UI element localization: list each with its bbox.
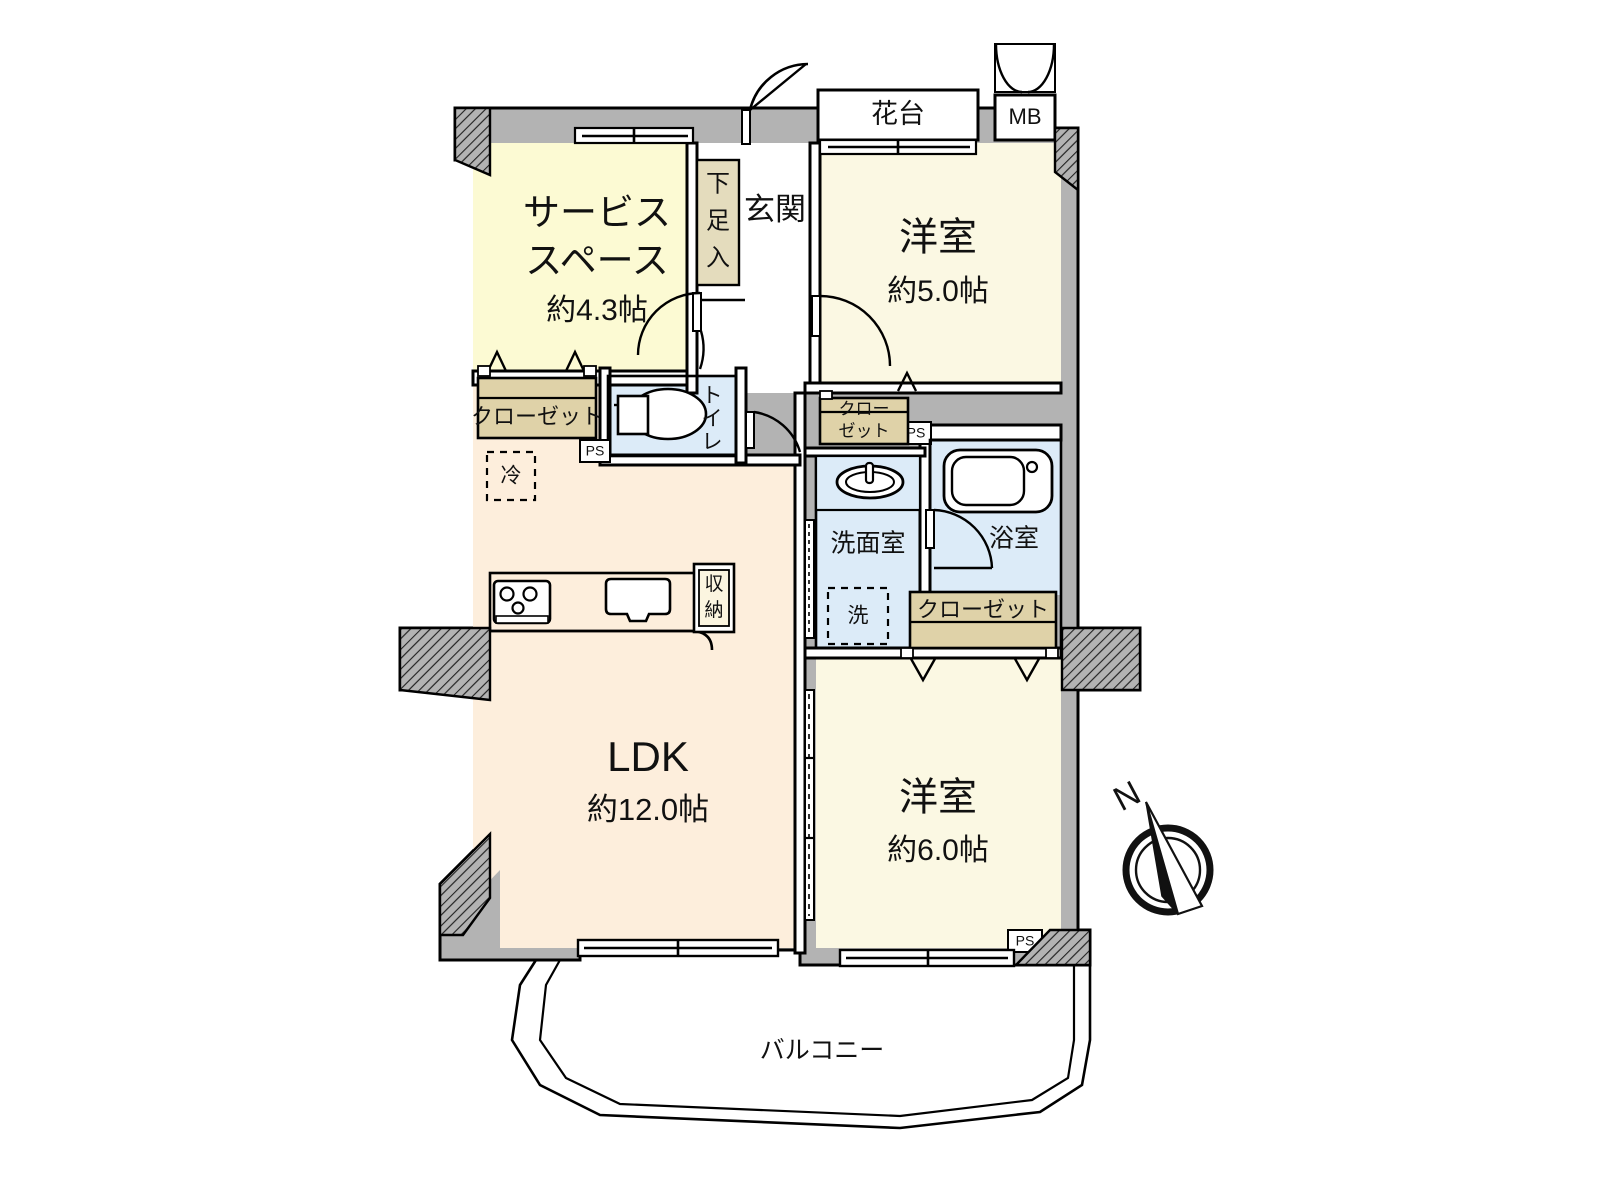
- balcony-label: バルコニー: [760, 1037, 885, 1065]
- compass-north-label: N: [1107, 774, 1147, 819]
- toilet-label-c2: イ: [702, 408, 723, 431]
- entrance-group: 下 足 入 玄関: [636, 158, 806, 370]
- compass-rose: N: [1107, 774, 1214, 916]
- bathroom-label: 浴室: [989, 525, 1039, 553]
- bedroom-south-labels: 洋室 約6.0帖: [887, 776, 989, 867]
- service-space-area: 約4.3帖: [546, 294, 648, 327]
- bottom-windows: [576, 938, 1016, 968]
- balcony-region: バルコニー: [510, 959, 1092, 1130]
- folding-door-icon: [1012, 656, 1042, 683]
- shoe-cabinet-label-c2: 足: [706, 207, 730, 234]
- closet-south-label: クローゼット: [917, 597, 1049, 622]
- bedroom-south-sliding-door: [804, 689, 815, 921]
- kitchen-group: 収 納: [488, 562, 736, 651]
- ps-label: PS: [586, 443, 605, 459]
- shoe-cabinet-box: [695, 158, 741, 287]
- column-hatch-ne: [1053, 126, 1080, 193]
- bedroom-south-label: 洋室: [899, 776, 977, 819]
- folding-door-icon: [486, 349, 508, 372]
- toilet-label-c1: ト: [702, 385, 723, 408]
- column-hatch-se: [1013, 928, 1092, 967]
- service-windows: [573, 126, 695, 145]
- ps-label: PS: [907, 425, 926, 441]
- ldk-labels: LDK 約12.0帖: [587, 733, 709, 827]
- closet-south-group: クローゼット: [900, 590, 1059, 683]
- service-space-label-1: サービス: [523, 192, 671, 233]
- service-space-fill: [473, 143, 693, 383]
- bedroom-north-area: 約5.0帖: [887, 275, 989, 308]
- folding-door-icon: [564, 349, 586, 372]
- fridge-space: 冷: [485, 450, 537, 502]
- bedroom-north-door: [811, 294, 892, 367]
- sink-icon: [604, 577, 672, 623]
- folding-door-icon: [896, 370, 918, 392]
- bedroom-south-fill: [816, 658, 1061, 948]
- shoe-cabinet-label-c3: 入: [706, 244, 730, 271]
- closet-north-box: [818, 396, 910, 446]
- bedroom-north-fill: [816, 143, 1061, 388]
- fridge-label: 冷: [501, 465, 522, 488]
- faucet-icon: [864, 461, 875, 485]
- ps-marker-1: PS: [579, 439, 611, 463]
- drain-icon: [1025, 460, 1039, 474]
- ps-label: PS: [1016, 933, 1035, 949]
- storage-label-c2: 納: [704, 599, 723, 621]
- toilet-group: ト イ レ: [606, 374, 802, 458]
- service-space-label-2: スペース: [525, 240, 669, 281]
- top-fixtures: 花台 MB: [816, 43, 1057, 156]
- entrance-label: 玄関: [744, 192, 806, 227]
- shoe-cabinet-label-c1: 下: [706, 170, 730, 197]
- washroom-label: 洗面室: [830, 530, 905, 558]
- closet-south-box: [908, 590, 1058, 650]
- bedroom-north-label: 洋室: [899, 216, 977, 259]
- storage-label-c1: 収: [704, 573, 723, 595]
- closet-north-label-2: ゼット: [839, 421, 890, 440]
- bedroom-south-area: 約6.0帖: [887, 834, 989, 867]
- closet-service-label: クローゼット: [471, 404, 603, 429]
- ldk-fill: [473, 383, 800, 948]
- closet-service-box: [476, 376, 598, 440]
- column-hatch-nw: [453, 106, 492, 177]
- meter-box: [993, 93, 1057, 142]
- meter-box-label: MB: [1009, 104, 1042, 129]
- closet-north-group: クロー ゼット: [818, 370, 918, 446]
- folding-door-icon: [908, 656, 938, 683]
- toilet-label-c3: レ: [702, 431, 723, 454]
- closet-north-label-1: クロー: [839, 399, 890, 418]
- structural-columns: [398, 106, 1142, 967]
- ldk-area: 約12.0帖: [587, 792, 709, 827]
- fridge-box: [485, 450, 537, 502]
- closet-service-group: クローゼット: [471, 349, 603, 440]
- column-hatch-sw: [438, 831, 492, 937]
- washer-label: 洗: [848, 605, 869, 628]
- flower-stand-label: 花台: [871, 99, 925, 129]
- entrance-door: [741, 62, 809, 145]
- bedroom-north-labels: 洋室 約5.0帖: [887, 216, 989, 308]
- washer-box: [826, 586, 890, 646]
- ldk-label: LDK: [607, 733, 689, 780]
- toilet-tank-icon: [616, 394, 650, 436]
- service-space-labels: サービス スペース 約4.3帖: [523, 192, 671, 327]
- washroom-group: 洗面室 洗: [804, 454, 922, 650]
- column-hatch-w: [398, 626, 492, 702]
- column-hatch-e: [1060, 626, 1142, 692]
- ps-markers: PS PS PS: [579, 421, 1043, 953]
